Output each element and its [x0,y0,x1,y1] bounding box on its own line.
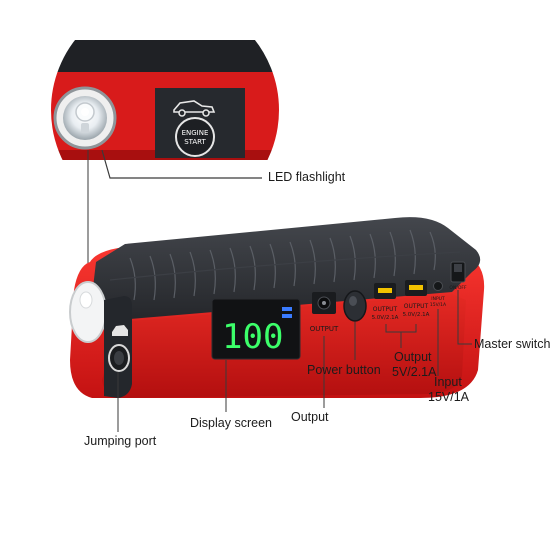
engine-start-button[interactable]: ENGINE START [175,117,215,157]
engine-start-line1: ENGINE [182,129,209,137]
led-flashlight [69,281,107,343]
usb2-label-line2: 5.0V/2.1A [403,312,430,318]
input-port[interactable] [433,281,443,291]
dc-output-label: OUTPUT [310,325,339,333]
input-callout-line1: Input [434,375,462,389]
engine-start-line2: START [184,138,206,146]
battery-bar-icon [282,307,292,311]
battery-bar-icon [282,314,292,318]
car-icon [173,100,216,117]
car-icon [112,325,128,336]
display-screen: 100 [211,298,301,360]
dc-output-callout: Output [291,410,329,424]
input-callout: Input 15V/1A [428,375,469,405]
jumping-port[interactable] [108,344,130,372]
power-button-callout: Power button [307,363,381,377]
usb1-label-line1: OUTPUT [373,306,398,313]
leader-lines [117,290,472,432]
jumping-port-panel [104,296,132,398]
usb-output-callout-line2: 5V/2.1A [392,365,437,379]
jumping-port-callout: Jumping port [84,434,157,448]
usb-output-callout-line1: Output [394,350,432,364]
jump-starter-device: 100 OUTPUT OUTPUT 5.0V/2.1A OUTPUT [69,217,485,398]
display-screen-callout: Display screen [190,416,272,430]
switch-label: ON/OFF [449,285,467,291]
dc-output-port[interactable] [312,292,336,314]
led-flashlight-callout: LED flashlight [268,170,346,184]
master-switch-callout: Master switch [474,337,550,351]
usb-output-callout: Output 5V/2.1A [392,350,436,380]
engine-start-panel: ENGINE START [155,88,245,158]
power-button[interactable] [343,290,367,322]
input-label-line2: 15V/1A [430,302,447,308]
led-flashlight-leader [101,149,262,179]
tread-pattern [109,229,461,301]
usb-output-port-2[interactable] [405,280,427,296]
led-flashlight-zoom [53,86,117,150]
display-readout: 100 [222,317,283,357]
usb2-label-line1: OUTPUT [404,303,429,310]
usb1-label-line2: 5.0V/2.1A [372,315,399,321]
master-switch[interactable] [450,261,466,283]
input-label-line1: INPUT [431,296,445,302]
zoom-inset: ENGINE START [50,0,280,225]
usb-output-port-1[interactable] [374,283,396,299]
input-callout-line2: 15V/1A [428,390,470,404]
